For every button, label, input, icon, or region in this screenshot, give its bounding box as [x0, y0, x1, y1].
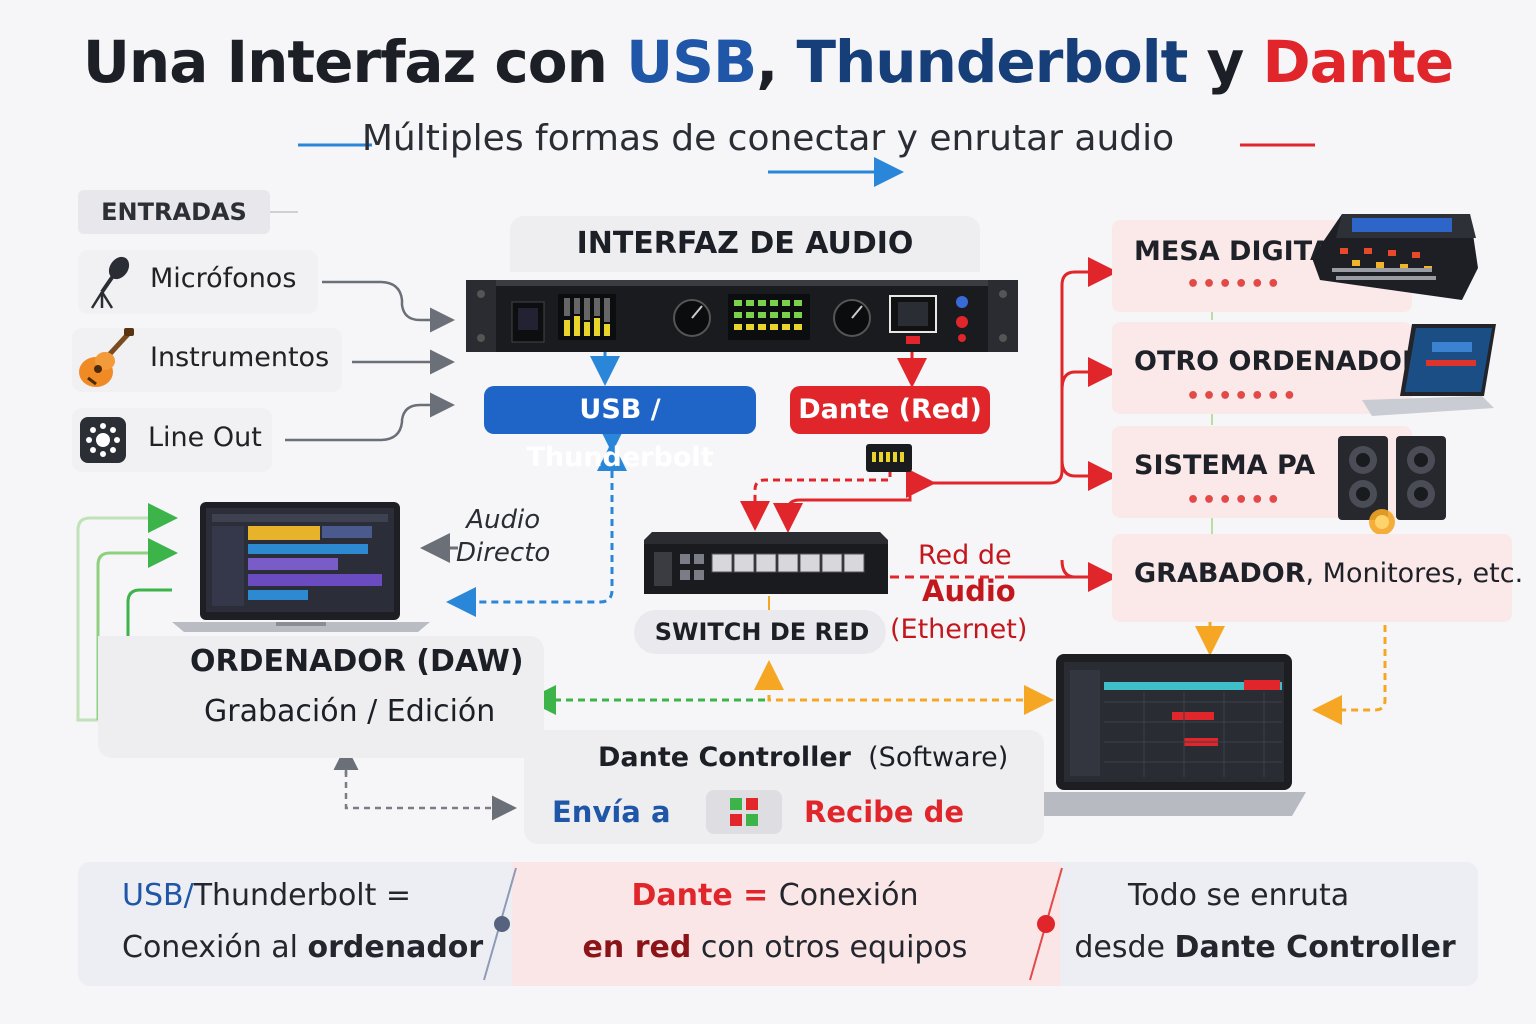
destination-mesa-digital-label: MESA DIGITAL [1134, 236, 1349, 267]
destination-dots: •••••• [1186, 272, 1283, 297]
audio-directo-line2: Directo [456, 538, 551, 568]
title-dante: Dante [1262, 28, 1455, 96]
input-instruments-label: Instrumentos [150, 342, 330, 373]
computer-title: ORDENADOR (DAW) [190, 644, 524, 679]
input-line-out-label: Line Out [148, 422, 262, 453]
footer-route-a: Todo se enruta [1128, 878, 1350, 913]
page-title: Una Interfaz con USB, Thunderbolt y Dant… [0, 28, 1536, 96]
title-comma: , [756, 28, 778, 96]
grid-icon [730, 798, 758, 826]
switch-title: SWITCH DE RED [654, 618, 870, 646]
network-connector-icon [866, 444, 912, 472]
mixing-console-icon [1312, 214, 1478, 300]
footer-route-text: Todo se enruta desde Dante Controller [1070, 870, 1460, 974]
controller-title-row: Dante Controller (Software) [598, 742, 1008, 773]
computer-subtitle: Grabación / Edición [204, 694, 496, 729]
input-microphones-label: Micrófonos [150, 263, 297, 294]
page-subtitle: Múltiples formas de conectar y enrutar a… [361, 118, 1175, 159]
footer-dante-c: en red [582, 930, 692, 965]
footer-usb-d: ordenador [307, 930, 484, 965]
controller-app-icon [706, 790, 782, 834]
audio-directo-line1: Audio [466, 505, 541, 535]
laptop-daw-icon [172, 502, 430, 632]
input-line-out: Line Out [72, 408, 272, 472]
footer-separators [483, 867, 1063, 981]
footer-usb-text: USB/Thunderbolt = Conexión al ordenador [100, 870, 502, 974]
destination-otro-ordenador [1112, 322, 1412, 414]
title-part1: Una Interfaz con [82, 28, 627, 96]
footer-dante-bg [512, 862, 1060, 986]
title-y: y [1187, 28, 1263, 96]
laptop-controller-icon [994, 654, 1306, 816]
destination-dots: •••••• [1186, 488, 1283, 513]
footer-usb-a: USB/ [122, 878, 194, 913]
network-label-2: Audio [922, 574, 1016, 608]
destination-grabador-text: GRABADOR, Monitores, etc. [1134, 558, 1523, 589]
title-usb: USB [626, 28, 757, 96]
controller-software: (Software) [868, 742, 1009, 773]
destination-sistema-pa-label: SISTEMA PA [1134, 450, 1316, 481]
guitar-icon [79, 328, 134, 387]
laptop-icon [1362, 324, 1496, 416]
destination-grabador-extra: , Monitores, etc. [1305, 558, 1524, 589]
footer-route-c: Dante Controller [1174, 930, 1456, 965]
title-thunderbolt: Thunderbolt [796, 28, 1188, 96]
controller-receive-label: Recibe de [804, 795, 965, 829]
footer-dante-a: Dante = [631, 878, 779, 913]
audio-directo-label: Audio Directo [456, 504, 550, 570]
computer-panel [98, 636, 544, 758]
inputs-header-label: ENTRADAS [101, 198, 247, 226]
destination-dots: ••••••• [1186, 384, 1299, 409]
network-switch-device [644, 532, 888, 594]
controller-send-label: Envía a [552, 795, 671, 829]
audio-interface-device [466, 280, 1018, 352]
footer-usb-c: Conexión al [122, 930, 308, 965]
destination-grabador [1112, 534, 1512, 622]
inputs-header: ENTRADAS [78, 190, 270, 234]
input-microphones: Micrófonos [78, 250, 318, 314]
controller-panel [524, 730, 1044, 844]
dante-pill: Dante (Red) [790, 386, 990, 434]
footer-dante-b: Conexión [778, 878, 919, 913]
speakers-icon [1338, 436, 1446, 535]
usb-thunderbolt-pill: USB / Thunderbolt [484, 386, 756, 473]
input-instruments: Instrumentos [72, 328, 342, 392]
interface-title: INTERFAZ DE AUDIO [576, 226, 914, 261]
switch-label-panel [634, 610, 886, 654]
destination-grabador-label: GRABADOR [1134, 558, 1306, 589]
microphone-icon [90, 256, 130, 309]
footer-dante-d: con otros equipos [691, 930, 968, 965]
footer-route-b: desde [1074, 930, 1175, 965]
footer-usb-b: Thunderbolt = [193, 878, 412, 913]
footer-dante-text: Dante = Conexión en red con otros equipo… [540, 870, 1010, 974]
controller-title: Dante Controller [598, 742, 851, 773]
line-out-icon [80, 417, 126, 463]
network-label-1: Red de [918, 540, 1012, 571]
interface-title-panel [510, 216, 980, 272]
destination-otro-ordenador-label: OTRO ORDENADOR [1134, 346, 1423, 377]
network-label-3: (Ethernet) [890, 614, 1028, 645]
